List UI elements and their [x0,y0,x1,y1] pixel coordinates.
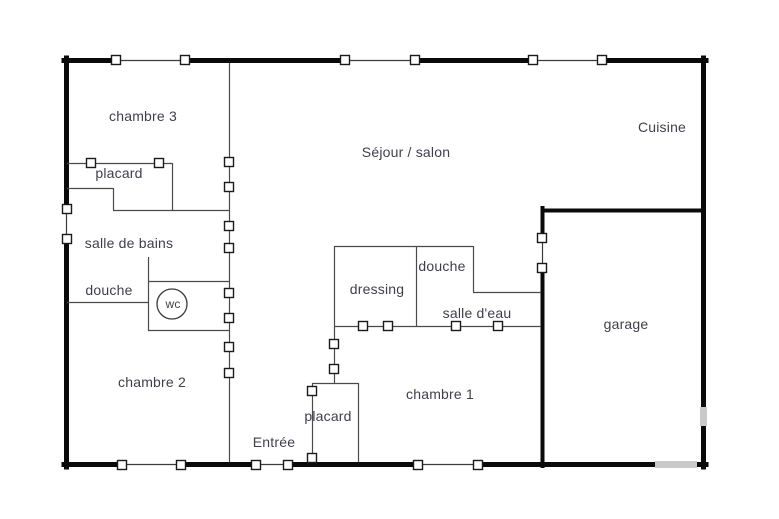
room-label-sejour-salon: Séjour / salon [361,144,451,160]
drag-handle[interactable] [339,54,351,66]
drag-handle[interactable] [223,156,235,168]
drag-handle[interactable] [223,367,235,379]
drag-handle[interactable] [328,363,340,375]
drag-handle[interactable] [472,459,484,471]
room-label-douche-right: douche [418,258,466,274]
drag-handle[interactable] [223,181,235,193]
drag-handle[interactable] [110,54,122,66]
drag-handle[interactable] [536,262,548,274]
watermark [655,407,707,468]
drag-handles [61,54,608,471]
room-label-placard-bottom: placard [304,408,352,424]
room-label-entree: Entrée [252,434,296,450]
drag-handle[interactable] [409,54,421,66]
drag-handle[interactable] [61,203,73,215]
drag-handle[interactable] [223,341,235,353]
room-label-salle-deau: salle d'eau [442,305,512,321]
drag-handle[interactable] [536,232,548,244]
drag-handle[interactable] [179,54,191,66]
room-label-cuisine: Cuisine [637,119,687,135]
drag-handle[interactable] [306,452,318,464]
drag-handle[interactable] [328,338,340,350]
drag-handle[interactable] [85,157,97,169]
drag-handle[interactable] [412,459,424,471]
room-label-chambre-2: chambre 2 [118,374,186,390]
drag-handle[interactable] [61,233,73,245]
room-label-salle-de-bains: salle de bains [84,235,174,251]
drag-handle[interactable] [153,157,165,169]
drag-handle[interactable] [223,312,235,324]
drag-handle[interactable] [116,459,128,471]
watermark-patch [700,407,707,426]
drag-handle[interactable] [492,320,504,332]
wc-fixture-circle [156,288,188,320]
drag-handle[interactable] [175,459,187,471]
drag-handle[interactable] [357,320,369,332]
interior-walls [67,63,541,462]
room-label-chambre-3: chambre 3 [109,108,177,124]
garage-walls [540,206,706,468]
drag-handle[interactable] [282,459,294,471]
drag-handle[interactable] [250,459,262,471]
room-label-dressing: dressing [349,281,405,297]
room-label-placard-top: placard [95,165,143,181]
watermark-patch [655,461,697,468]
exterior-walls [61,55,709,470]
drag-handle[interactable] [306,385,318,397]
drag-handle[interactable] [223,287,235,299]
drag-handle[interactable] [527,54,539,66]
room-label-chambre-1: chambre 1 [406,386,474,402]
drag-handle[interactable] [223,220,235,232]
drag-handle[interactable] [450,320,462,332]
room-label-garage: garage [603,316,649,332]
drag-handle[interactable] [382,320,394,332]
drag-handle[interactable] [596,54,608,66]
drag-handle[interactable] [223,242,235,254]
room-label-wc: wc [165,297,181,311]
room-label-douche-left: douche [85,282,133,298]
